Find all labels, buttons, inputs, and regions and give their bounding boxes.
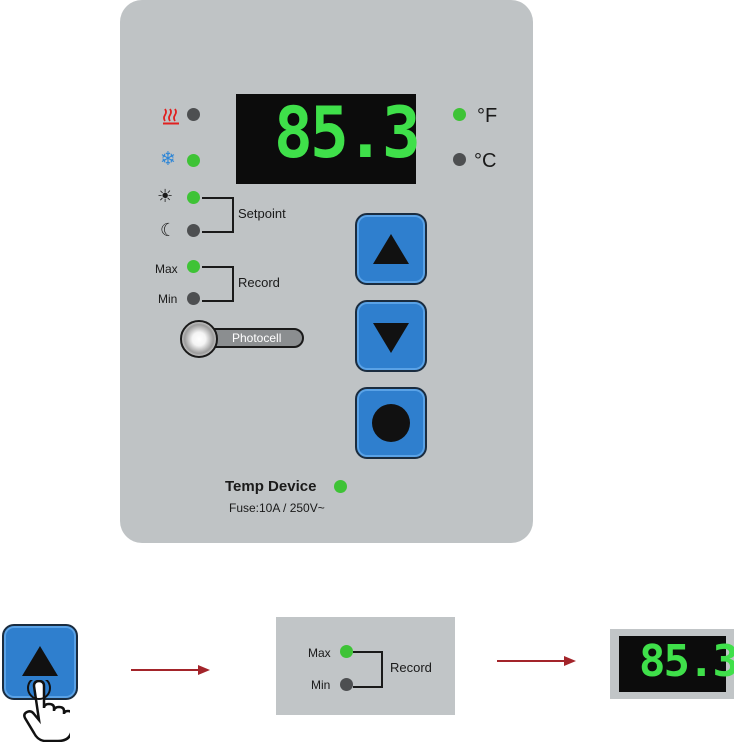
triangle-down-icon [373, 323, 409, 353]
max-record-led [187, 260, 200, 273]
mini-display [619, 636, 726, 692]
moon-icon: ☾ [160, 220, 177, 240]
mini-record-bracket [353, 651, 383, 688]
step-arrow-1-head [198, 665, 210, 675]
record-bracket [202, 266, 234, 302]
min-label: Min [158, 292, 178, 306]
mini-max-led [340, 645, 353, 658]
mini-record-label: Record [390, 660, 432, 675]
cool-indicator-led [187, 154, 200, 167]
sun-icon: ☀ [157, 186, 174, 206]
setpoint-label: Setpoint [238, 206, 286, 221]
step-arrow-1 [131, 669, 199, 671]
photocell-label: Photocell [232, 331, 282, 345]
heat-icon [163, 108, 179, 125]
device-panel [120, 0, 533, 543]
setpoint-bracket [202, 197, 234, 233]
pointing-hand-icon [23, 680, 70, 742]
heat-indicator-led [187, 108, 200, 121]
down-button[interactable] [355, 300, 427, 372]
circle-icon [372, 404, 410, 442]
set-button[interactable] [355, 387, 427, 459]
temperature-display [236, 94, 416, 184]
fahrenheit-label: °F [477, 105, 498, 127]
record-label: Record [238, 275, 280, 290]
night-setpoint-led [187, 224, 200, 237]
triangle-up-icon [373, 234, 409, 264]
celsius-label: °C [474, 150, 497, 172]
snowflake-icon: ❄ [160, 149, 176, 170]
step-arrow-2 [497, 660, 565, 662]
temperature-readout: 85.3 [274, 92, 421, 174]
min-record-led [187, 292, 200, 305]
day-setpoint-led [187, 191, 200, 204]
mini-max-label: Max [308, 646, 331, 660]
celsius-led [453, 153, 466, 166]
triangle-up-icon [22, 646, 58, 676]
max-label: Max [155, 262, 178, 276]
photocell-sensor: Photocell [180, 320, 307, 358]
fahrenheit-led [453, 108, 466, 121]
mini-temperature-readout: 85.3 [639, 636, 734, 687]
record-mini-panel [276, 617, 455, 715]
up-button[interactable] [355, 213, 427, 285]
photocell-lens [180, 320, 218, 358]
power-led [334, 480, 347, 493]
device-name: Temp Device [225, 478, 317, 495]
mini-min-label: Min [311, 678, 331, 692]
mini-min-led [340, 678, 353, 691]
fuse-rating: Fuse:10A / 250V~ [229, 501, 325, 515]
step-arrow-2-head [564, 656, 576, 666]
